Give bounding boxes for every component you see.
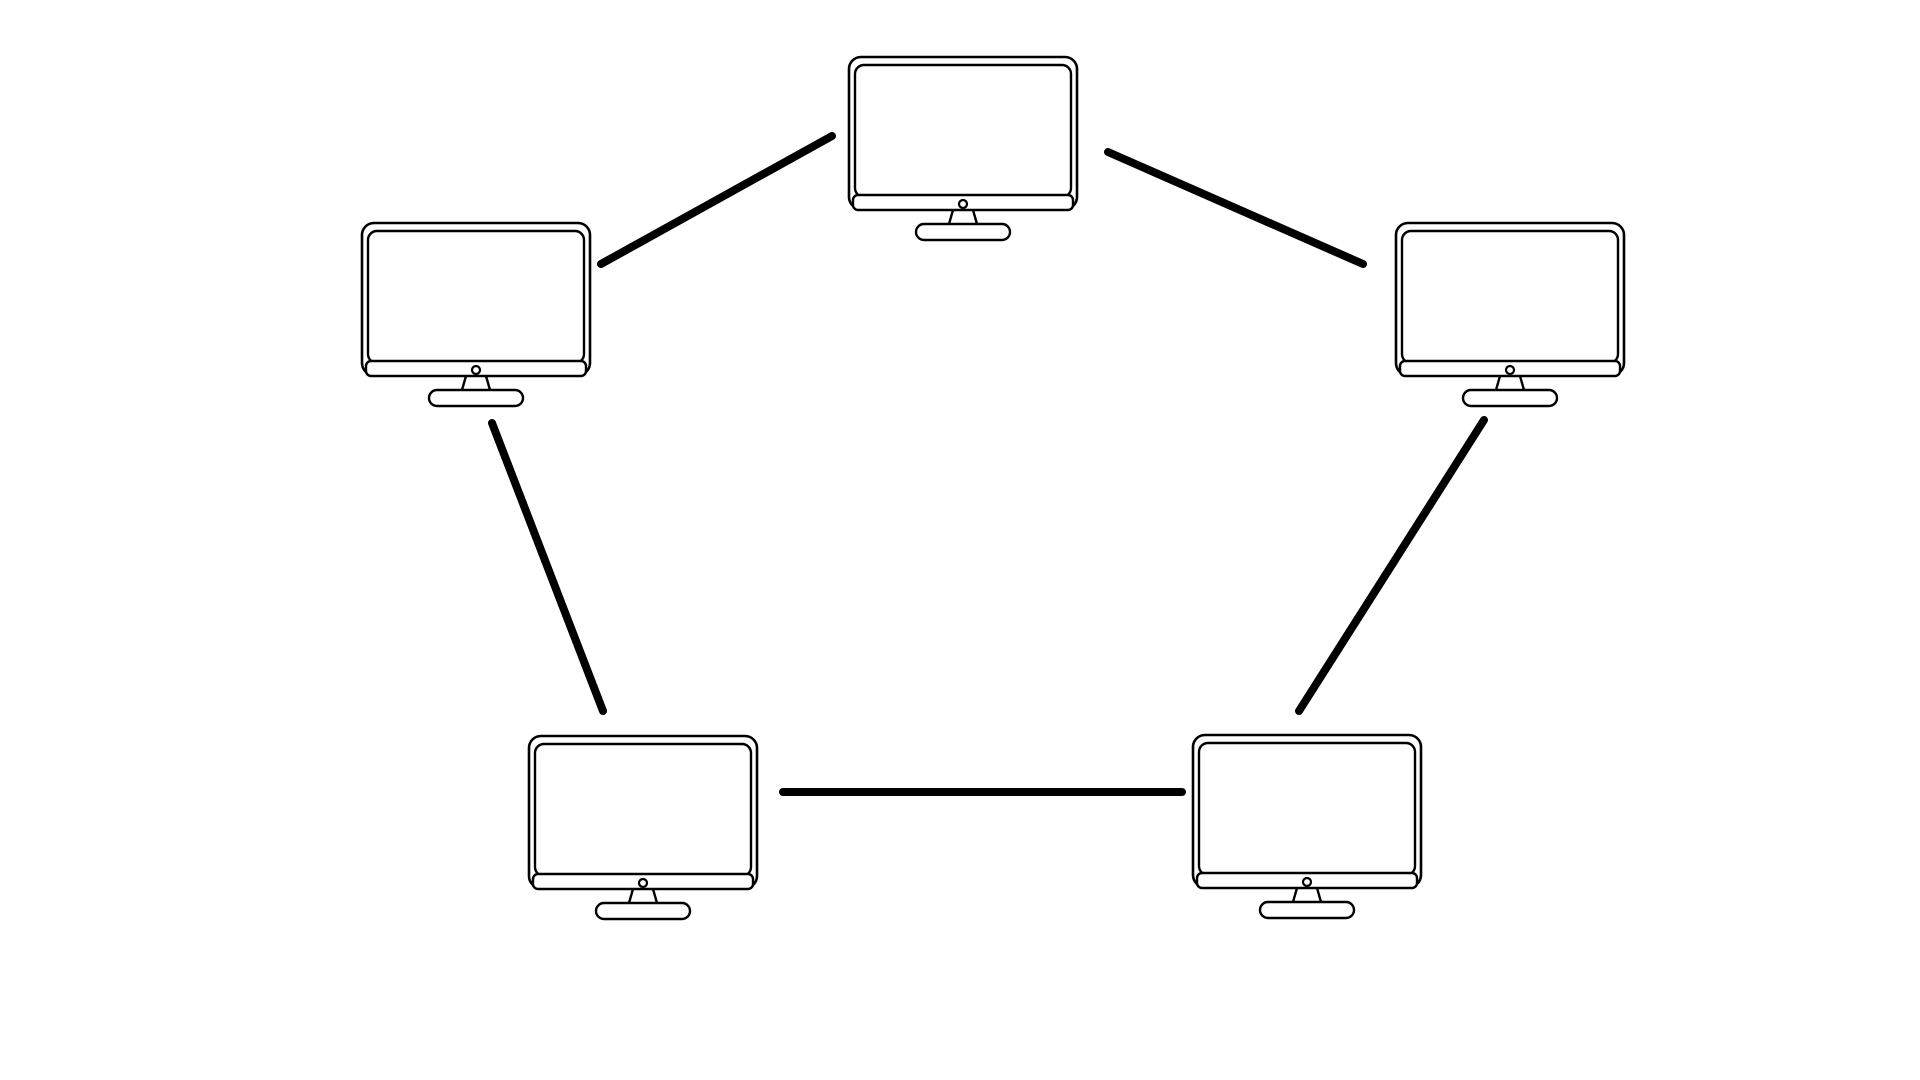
monitor-stand-foot [914, 222, 1012, 242]
desktop-monitor-icon [847, 55, 1079, 242]
link-top-to-upper-left [597, 132, 836, 268]
camera-dot [1504, 364, 1516, 376]
monitor-node-lower-left [527, 734, 759, 921]
nodes-layer [360, 55, 1626, 921]
monitor-screen [366, 229, 586, 365]
monitor-node-upper-right [1394, 221, 1626, 408]
desktop-monitor-icon [1191, 733, 1423, 920]
monitor-stand-foot [427, 388, 525, 408]
monitor-screen [533, 742, 753, 878]
monitor-screen [1197, 741, 1417, 877]
desktop-monitor-icon [527, 734, 759, 921]
monitor-stand-foot [594, 901, 692, 921]
monitor-stand-neck [1494, 375, 1526, 391]
camera-dot [470, 364, 482, 376]
monitor-stand-neck [460, 375, 492, 391]
link-upper-left-to-lower-left [488, 419, 607, 715]
links-layer [488, 132, 1488, 796]
monitor-stand-neck [947, 209, 979, 225]
link-top-to-upper-right [1104, 148, 1367, 268]
camera-dot [1301, 876, 1313, 888]
monitor-stand-neck [627, 888, 659, 904]
monitor-node-lower-right [1191, 733, 1423, 920]
monitor-node-upper-left [360, 221, 592, 408]
desktop-monitor-icon [360, 221, 592, 408]
desktop-monitor-icon [1394, 221, 1626, 408]
monitor-stand-neck [1291, 887, 1323, 903]
monitor-node-top [847, 55, 1079, 242]
camera-dot [957, 198, 969, 210]
monitor-screen [1400, 229, 1620, 365]
monitor-stand-foot [1461, 388, 1559, 408]
camera-dot [637, 877, 649, 889]
monitor-stand-foot [1258, 900, 1356, 920]
link-upper-right-to-lower-right [1295, 416, 1488, 715]
monitor-screen [853, 63, 1073, 199]
